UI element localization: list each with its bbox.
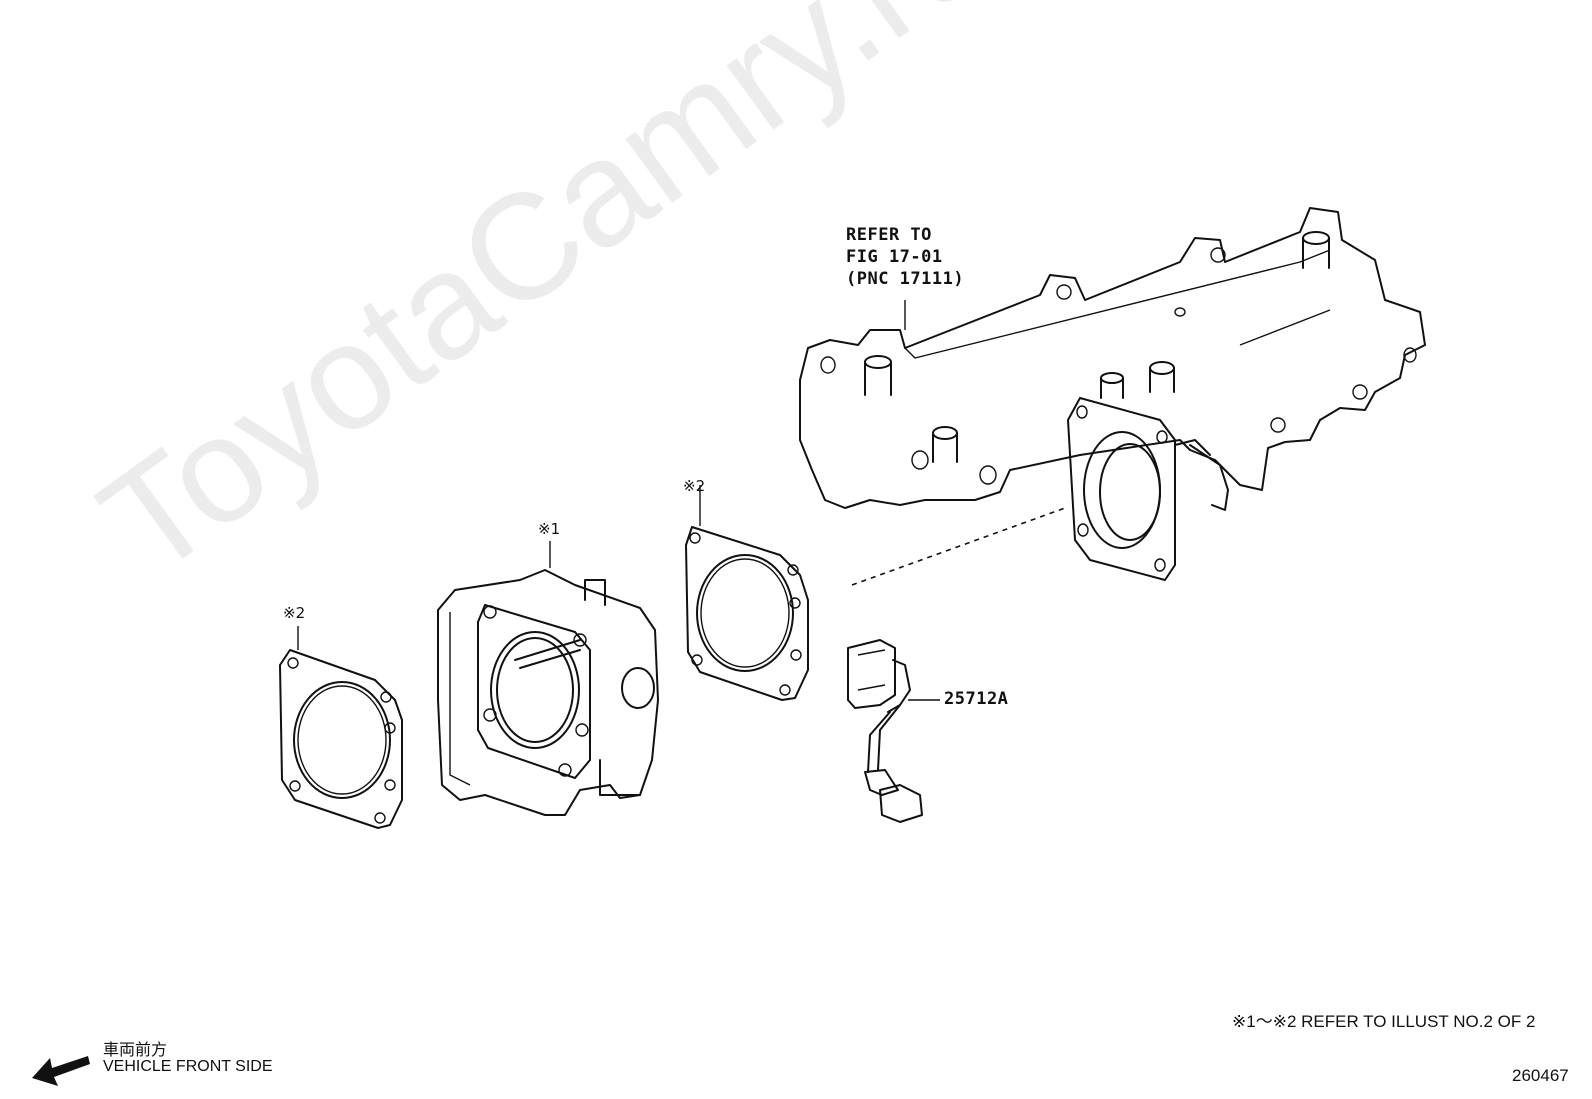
gasket-right bbox=[685, 485, 809, 701]
illustration-number: 260467 bbox=[1512, 1066, 1569, 1085]
refer-label-line2: FIG 17-01 bbox=[846, 247, 943, 267]
wire-harness bbox=[847, 639, 940, 823]
mark-throttle-body: ※1 bbox=[538, 520, 561, 538]
alignment-line bbox=[851, 507, 1066, 586]
refer-label-line1: REFER TO bbox=[846, 225, 932, 245]
intake-manifold bbox=[799, 207, 1426, 581]
direction-label-jp: 車両前方 bbox=[103, 1042, 168, 1059]
mark-gasket-right: ※2 bbox=[683, 477, 706, 495]
mark-gasket-left: ※2 bbox=[283, 604, 306, 622]
refer-label-line3: (PNC 17111) bbox=[846, 269, 965, 289]
part-number-25712a: 25712A bbox=[944, 689, 1009, 709]
arrow-left-icon bbox=[32, 1056, 90, 1086]
throttle-body bbox=[437, 541, 659, 816]
direction-label-en: VEHICLE FRONT SIDE bbox=[103, 1058, 273, 1075]
gasket-left bbox=[279, 626, 403, 829]
footnote-refer: ※1～※2 REFER TO ILLUST NO.2 OF 2 bbox=[1232, 1012, 1536, 1031]
